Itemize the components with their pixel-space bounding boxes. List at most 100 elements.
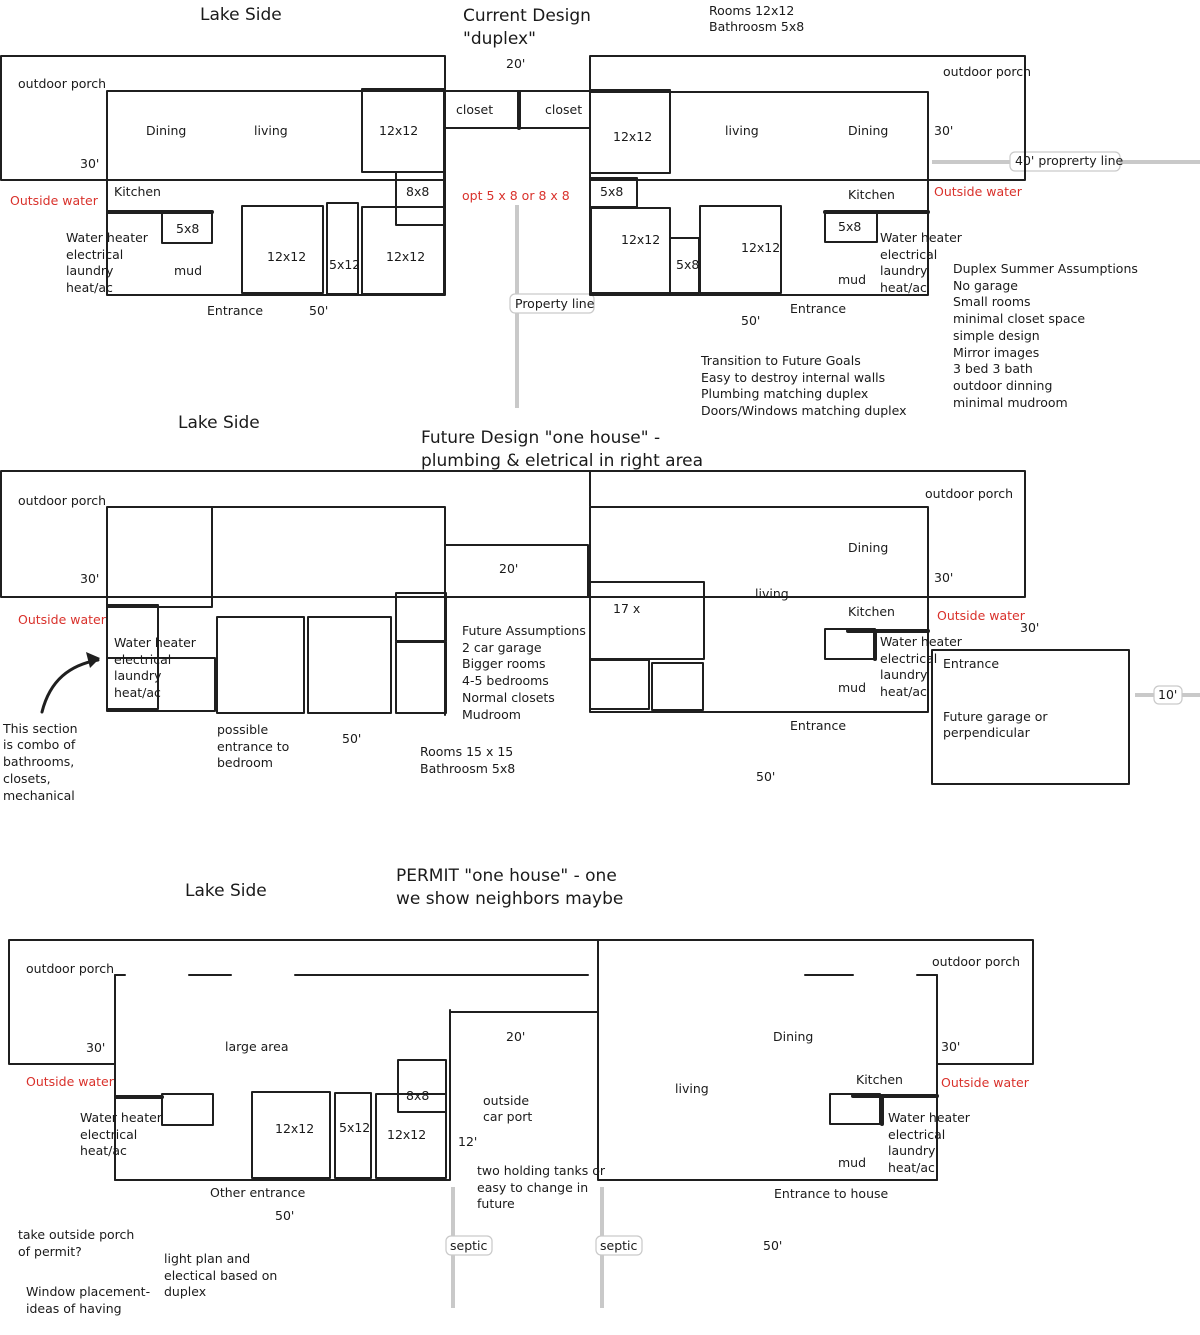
transition-line-3: Plumbing matching duplex xyxy=(701,386,868,401)
dining-label-future: Dining xyxy=(848,540,888,555)
closet-left-label: closet xyxy=(456,102,493,117)
permit-subtitle: we show neighbors maybe xyxy=(396,889,623,909)
room-12x12-a-label: 12x12 xyxy=(267,249,306,264)
garage-note-1: Future garage or xyxy=(943,709,1048,724)
future-rooms-note: Rooms 15 x 15 xyxy=(420,744,513,759)
permit-mech-electrical-right: electrical xyxy=(888,1127,945,1142)
future-left-room-c xyxy=(395,592,447,642)
summary-line-8: outdoor dinning xyxy=(953,378,1052,393)
permit-width-12: 12' xyxy=(458,1134,477,1149)
future-right-room-small-a xyxy=(589,659,650,710)
future-left-mech-lower xyxy=(106,657,216,712)
outside-water-label-future-right: Outside water xyxy=(937,608,1026,623)
permit-12x12-a-label: 12x12 xyxy=(275,1121,314,1136)
mech-heat-ac: heat/ac xyxy=(66,280,113,295)
permit-mech-laundry-right: laundry xyxy=(888,1143,936,1158)
outdoor-porch-label: outdoor porch xyxy=(18,76,106,91)
mech-laundry-right: laundry xyxy=(880,263,928,278)
garage-10-tag xyxy=(1153,685,1183,705)
mud-label-right: mud xyxy=(838,272,866,287)
left-unit-permit: outdoor porch 30' Outside water large ar… xyxy=(26,961,451,1223)
permit-room-12x12-a xyxy=(251,1091,331,1179)
room-12x12-top-right-label: 12x12 xyxy=(613,129,652,144)
entrance-label-future: Entrance xyxy=(790,718,846,733)
future-middle-band xyxy=(444,544,589,598)
room-12x12-b-right-label: 12x12 xyxy=(741,240,780,255)
future-left-room-a xyxy=(216,616,305,714)
current-design-title: Current Design xyxy=(463,6,591,26)
light-note-1: light plan and xyxy=(164,1251,250,1266)
width-50-label-future-right: 50' xyxy=(756,769,775,784)
room-5x8-label: 5x8 xyxy=(176,221,199,236)
summary-line-9: minimal mudroom xyxy=(953,395,1068,410)
permit-mech-heat-ac-right: heat/ac xyxy=(888,1160,935,1175)
current-design-subtitle: "duplex" xyxy=(463,29,536,49)
width-20-label: 20' xyxy=(506,56,525,71)
summary-line-5: simple design xyxy=(953,328,1040,343)
right-unit-current: outdoor porch 30' Outside water living D… xyxy=(589,55,1031,328)
permit-mech-water-heater-right: Water heater xyxy=(888,1110,971,1125)
combo-note-1: This section xyxy=(2,721,78,736)
outdoor-porch-label-permit-right: outdoor porch xyxy=(932,954,1020,969)
outdoor-porch-label-future: outdoor porch xyxy=(18,493,106,508)
room-17-label: 17 x xyxy=(613,601,640,616)
summary-line-2: No garage xyxy=(953,278,1018,293)
permit-notes: take outside porch of permit? Window pla… xyxy=(18,1227,277,1316)
combo-note-3: bathrooms, xyxy=(3,754,74,769)
opt-size-note: opt 5 x 8 or 8 x 8 xyxy=(462,188,570,203)
future-design-title: Future Design "one house" - xyxy=(421,428,660,448)
summary-line-7: 3 bed 3 bath xyxy=(953,361,1033,376)
lake-side-label-permit: Lake Side xyxy=(185,881,267,901)
carport-label-1: outside xyxy=(483,1093,529,1108)
kitchen-label-right: Kitchen xyxy=(848,187,895,202)
future-left-main-wall xyxy=(211,506,446,716)
outside-water-label-permit-right: Outside water xyxy=(941,1075,1030,1090)
living-label-right: living xyxy=(725,123,759,138)
kitchen-label-future: Kitchen xyxy=(848,604,895,619)
garage-depth-30: 30' xyxy=(1020,620,1039,635)
possible-entrance-2: entrance to xyxy=(217,739,289,754)
assumption-5: Normal closets xyxy=(462,690,555,705)
garage-10-label: 10' xyxy=(1158,687,1177,702)
property-line: Property line 40' proprerty line xyxy=(509,151,1200,408)
mech-electrical-right: electrical xyxy=(880,247,937,262)
mud-label: mud xyxy=(174,263,202,278)
duplex-summary-notes: Duplex Summer Assumptions No garage Smal… xyxy=(953,261,1138,410)
outside-water-label: Outside water xyxy=(10,193,99,208)
permit-section: Lake Side PERMIT "one house" - one we sh… xyxy=(8,866,1034,1316)
room-5x12-label: 5x12 xyxy=(329,257,360,272)
mech-laundry-future-right: laundry xyxy=(880,667,928,682)
outdoor-porch-label-permit: outdoor porch xyxy=(26,961,114,976)
garage-wall xyxy=(931,649,1130,785)
closet-right-label: closet xyxy=(545,102,582,117)
future-left-room-d xyxy=(395,641,447,714)
width-50-label-right: 50' xyxy=(741,313,760,328)
future-right-room-small-b xyxy=(651,662,704,711)
permit-12x12-b-label: 12x12 xyxy=(387,1127,426,1142)
mech-heat-ac-future: heat/ac xyxy=(114,685,161,700)
future-design-subtitle: plumbing & eletrical in right area xyxy=(421,451,703,471)
tanks-note-3: future xyxy=(477,1196,515,1211)
width-50-label: 50' xyxy=(309,303,328,318)
large-area-label: large area xyxy=(225,1039,289,1054)
rooms-note: Rooms 12x12 xyxy=(709,3,794,18)
room-5x12 xyxy=(326,202,359,295)
entrance-to-house-label: Entrance to house xyxy=(774,1186,889,1201)
septic-lines: septic septic xyxy=(445,1187,643,1308)
right-unit-future: outdoor porch 30' Outside water Dining l… xyxy=(589,486,1026,784)
permit-8x8-label: 8x8 xyxy=(406,1088,429,1103)
light-note-2: electical based on xyxy=(164,1268,277,1283)
assumption-6: Mudroom xyxy=(462,707,521,722)
mech-electrical-future: electrical xyxy=(114,652,171,667)
mud-label-future: mud xyxy=(838,680,866,695)
other-entrance-label: Other entrance xyxy=(210,1185,306,1200)
permit-mech-heat-ac: heat/ac xyxy=(80,1143,127,1158)
room-12x12-a-right-label: 12x12 xyxy=(621,232,660,247)
summary-line-6: Mirror images xyxy=(953,345,1039,360)
depth-30-label-permit-right: 30' xyxy=(941,1039,960,1054)
dining-label: Dining xyxy=(146,123,186,138)
possible-entrance-1: possible xyxy=(217,722,268,737)
assumption-1: Future Assumptions xyxy=(462,623,586,638)
room-12x12-top-label: 12x12 xyxy=(379,123,418,138)
future-porch-wall xyxy=(0,470,1026,598)
